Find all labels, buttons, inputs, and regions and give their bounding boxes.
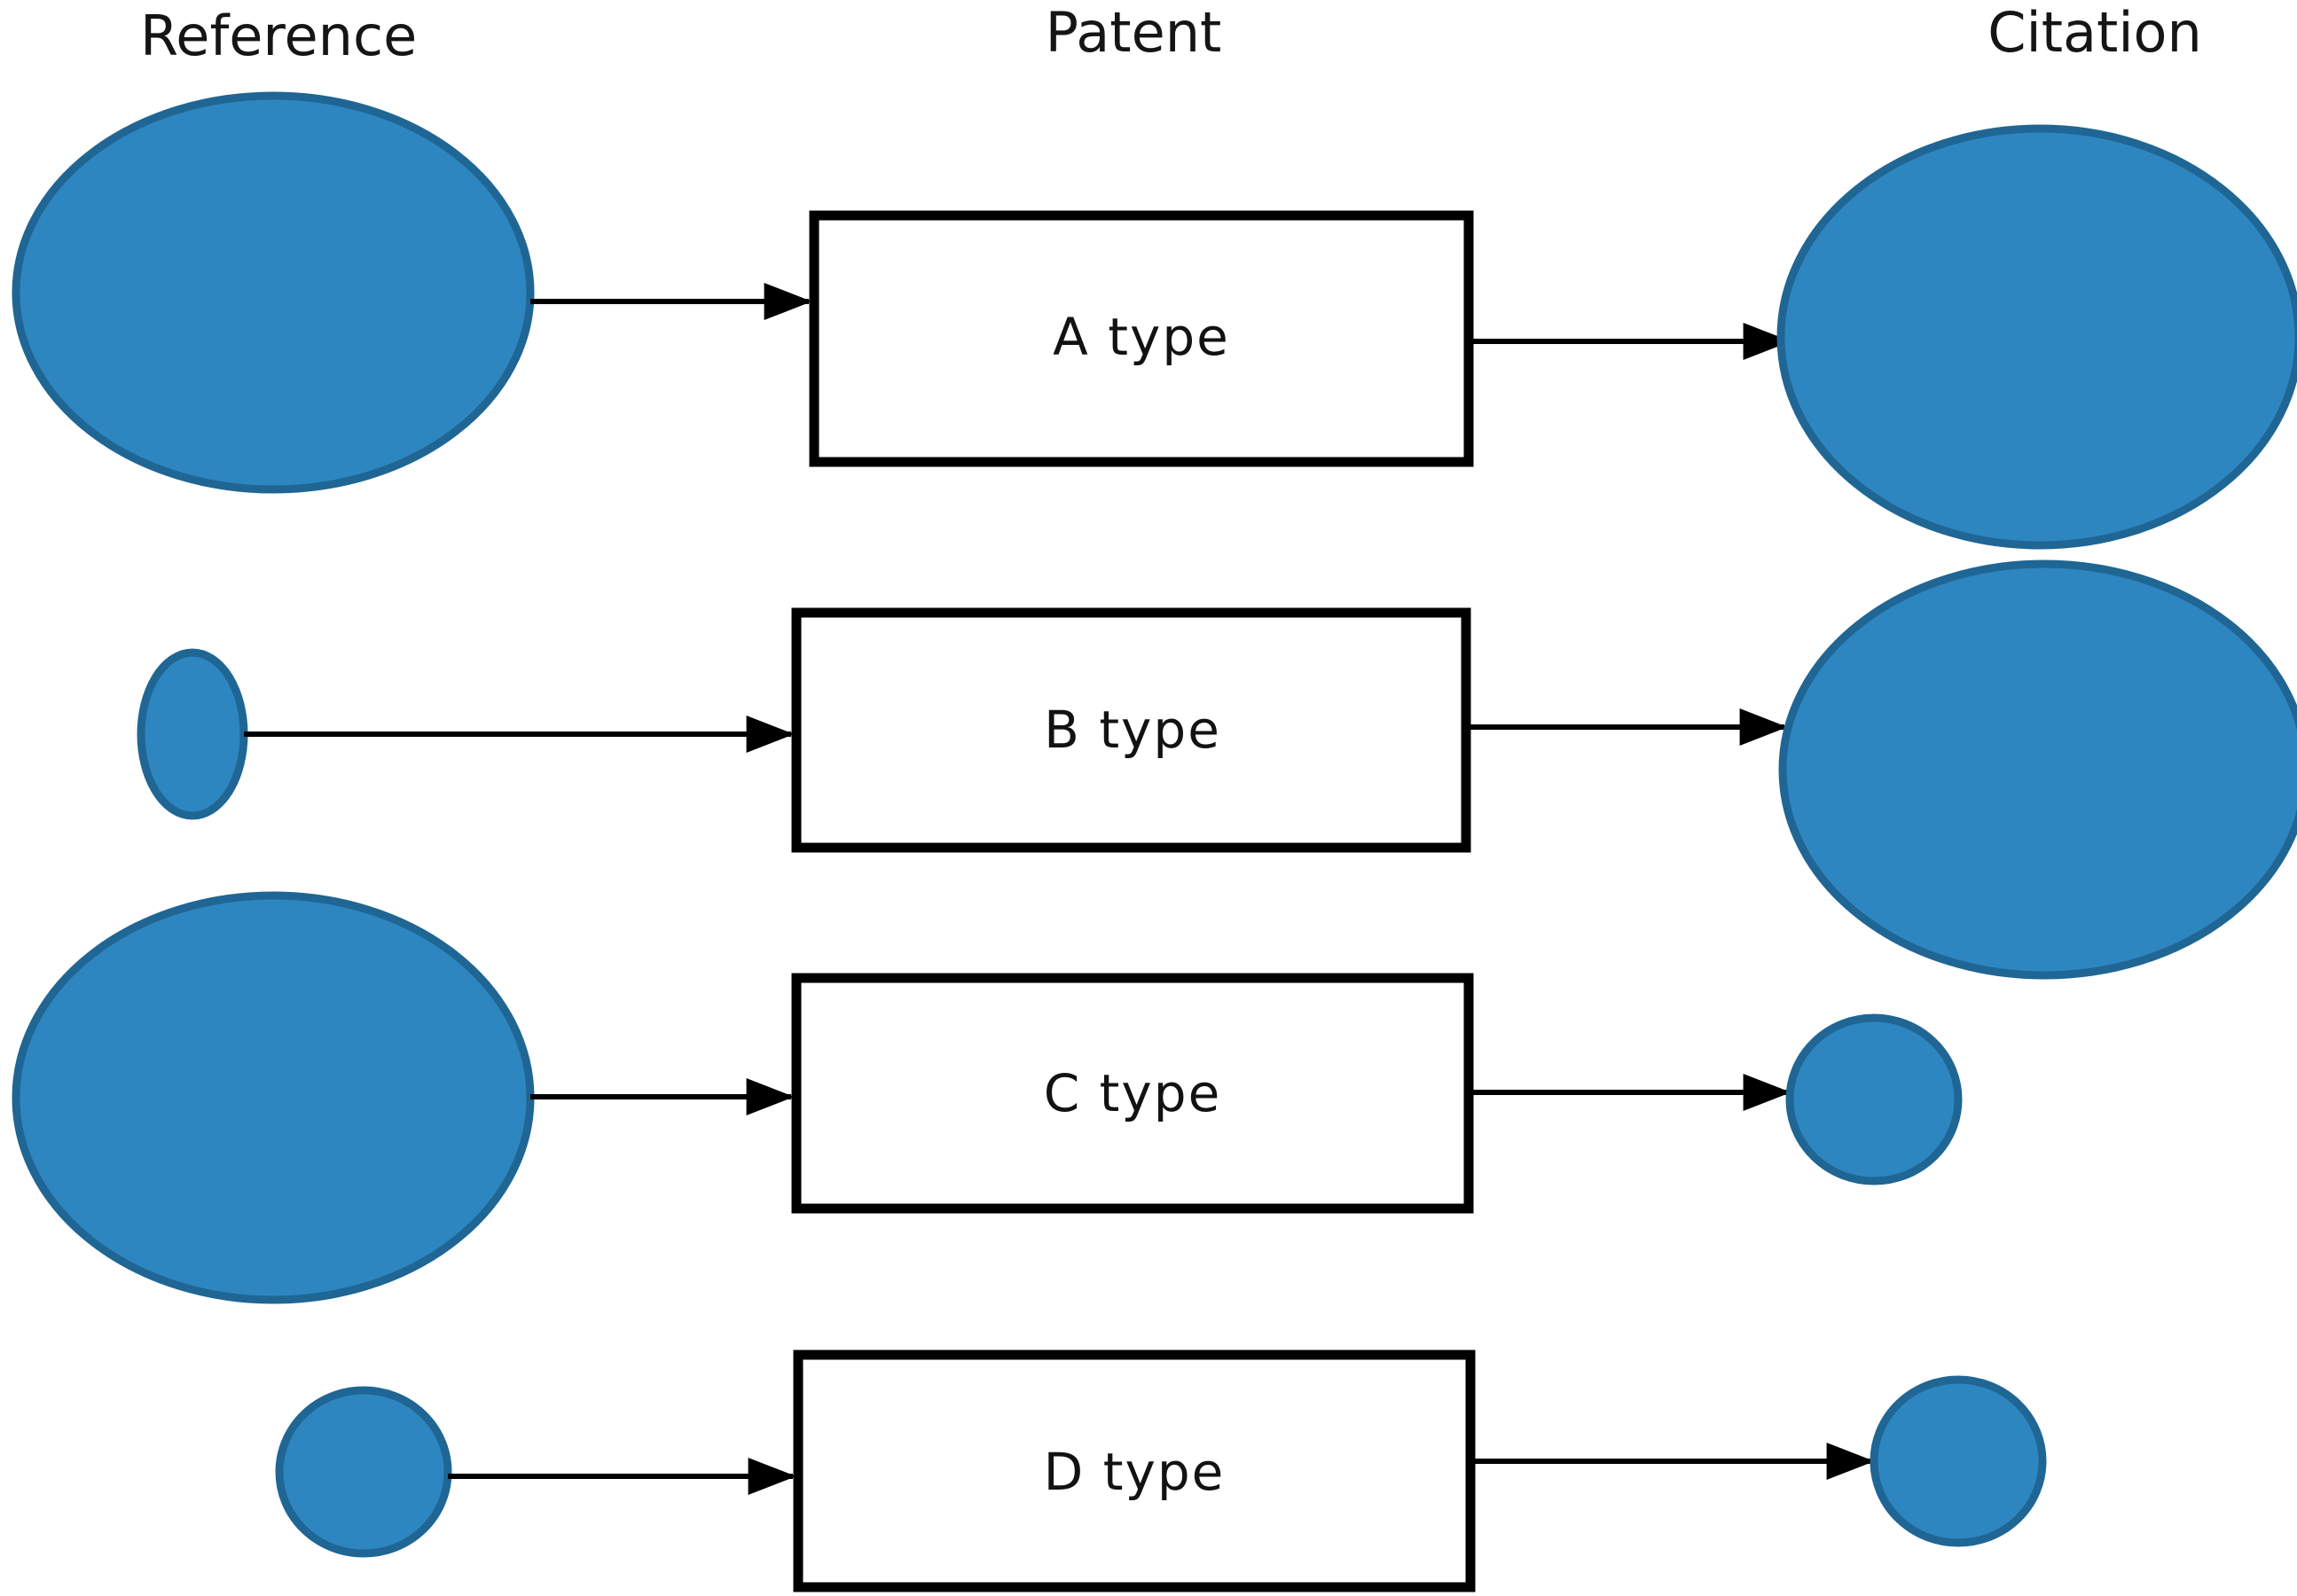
citation-ellipse-a[interactable]: [1776, 124, 2297, 550]
patent-box-c[interactable]: [791, 973, 1474, 1214]
column-header-citation: Citation: [1987, 0, 2202, 65]
citation-ellipse-d[interactable]: [1870, 1375, 2047, 1547]
patent-box-label-a: A type: [1053, 307, 1230, 367]
patent-box-label-c: C type: [1044, 1063, 1222, 1123]
column-headers: Reference Patent Citation: [140, 0, 2202, 68]
patent-box-d[interactable]: [793, 1350, 1476, 1592]
row-b-type: B type: [137, 559, 2297, 980]
citation-ellipse-c[interactable]: [1785, 1013, 1963, 1185]
reference-ellipse-d[interactable]: [275, 1386, 452, 1558]
reference-ellipse-a[interactable]: [12, 91, 535, 494]
row-a-type: A type: [12, 91, 2297, 550]
row-c-type: C type: [12, 891, 1963, 1304]
patent-box-label-b: B type: [1044, 700, 1221, 760]
column-header-patent: Patent: [1046, 0, 1222, 65]
patent-box-label-d: D type: [1044, 1442, 1226, 1502]
column-header-reference: Reference: [140, 4, 417, 68]
patent-box-b[interactable]: [791, 607, 1471, 853]
row-d-type: D type: [275, 1350, 2047, 1592]
reference-ellipse-c[interactable]: [12, 891, 535, 1304]
citation-ellipse-b[interactable]: [1778, 559, 2297, 980]
reference-ellipse-b[interactable]: [137, 648, 248, 820]
